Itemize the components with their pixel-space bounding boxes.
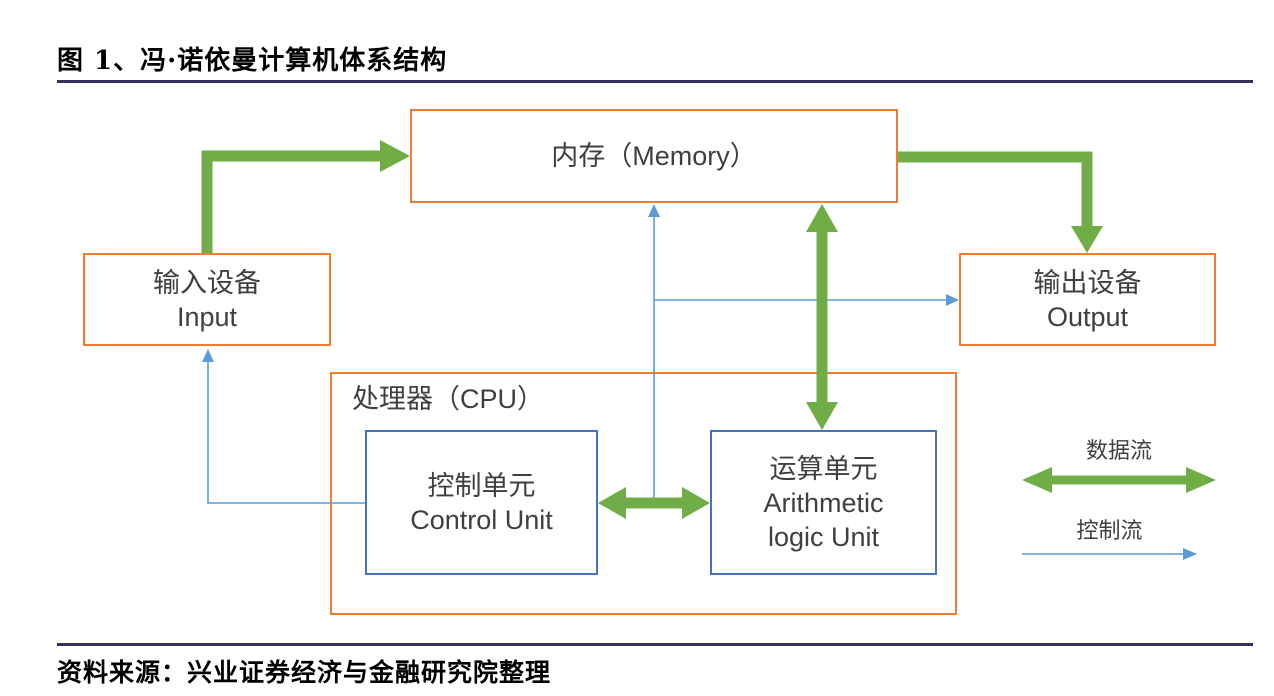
legend-data-arrowhead-right-icon: [1186, 467, 1216, 493]
title-rule: [57, 80, 1253, 83]
source-note: 资料来源：兴业证券经济与金融研究院整理: [57, 658, 552, 687]
data-arrowhead-into-memory-icon: [380, 140, 410, 172]
legend-data-flow-label: 数据流: [1085, 438, 1152, 463]
control-unit-label-en: Control Unit: [410, 504, 553, 535]
cpu-label: 处理器（CPU）: [352, 384, 545, 414]
data-line-memory-to-output: [898, 151, 1093, 227]
legend-control-flow-label: 控制流: [1076, 518, 1143, 543]
control-arrowhead-memory-icon: [648, 204, 660, 217]
memory-box: 内存（Memory）: [410, 109, 898, 203]
alu-label-en1: Arithmetic: [763, 487, 884, 518]
data-arrowhead-memory-top-icon: [806, 204, 838, 232]
memory-label: 内存（Memory）: [551, 141, 757, 171]
output-box: 输出设备 Output: [959, 253, 1216, 346]
input-label-en: Input: [176, 301, 238, 332]
data-line-input-to-memory: [201, 150, 381, 253]
legend-control-arrowhead-icon: [1183, 548, 1197, 560]
input-box: 输入设备 Input: [83, 253, 331, 346]
alu-box: 运算单元 Arithmetic logic Unit: [710, 430, 937, 575]
output-label-en: Output: [1046, 301, 1129, 332]
control-arrowhead-output-icon: [946, 294, 959, 306]
control-arrowhead-input-icon: [202, 349, 214, 362]
footer-rule: [57, 643, 1253, 646]
legend-data-arrowhead-left-icon: [1022, 467, 1052, 493]
control-unit-label-cn: 控制单元: [427, 470, 536, 501]
figure-title: 图 1、冯·诺依曼计算机体系结构: [57, 46, 448, 76]
control-unit-box: 控制单元 Control Unit: [365, 430, 598, 575]
alu-label-cn: 运算单元: [769, 453, 878, 484]
output-label-cn: 输出设备: [1033, 267, 1142, 298]
alu-label-en2: logic Unit: [767, 521, 880, 552]
data-arrowhead-into-output-icon: [1071, 226, 1103, 253]
input-label-cn: 输入设备: [153, 267, 261, 298]
